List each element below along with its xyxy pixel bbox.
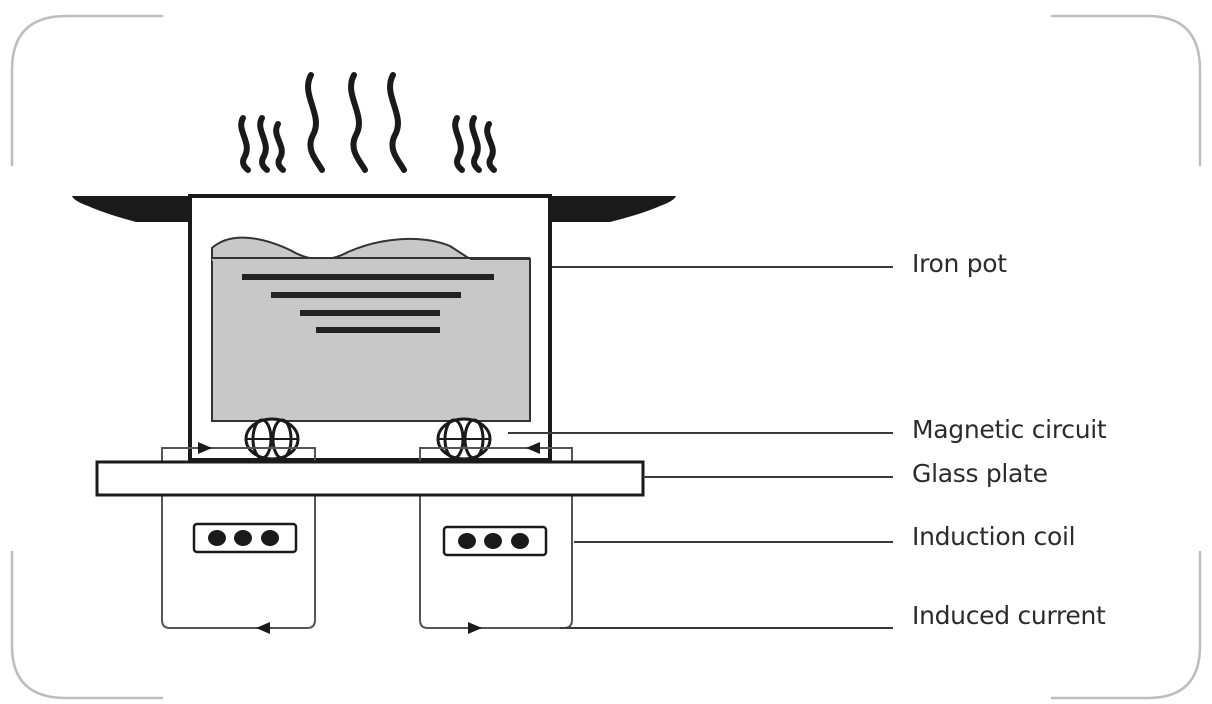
pot-rim-left	[72, 196, 192, 222]
coil-winding-left	[192, 522, 298, 554]
pot-content	[211, 258, 531, 422]
magnetic-loop-right	[436, 417, 492, 461]
frame-corner-bottom-right	[1050, 550, 1202, 700]
steam-wave	[273, 121, 286, 173]
content-line	[271, 292, 461, 298]
coil-winding-right	[442, 525, 548, 557]
iron-pot	[72, 194, 676, 462]
magnetic-loop-left	[244, 417, 300, 461]
frame-corner-bottom-left	[10, 550, 164, 700]
content-line	[242, 274, 494, 280]
steam-wave	[348, 72, 368, 173]
steam-wave	[469, 115, 482, 173]
label-induction-coil: Induction coil	[912, 522, 1075, 551]
steam-wave	[484, 121, 497, 173]
label-magnetic-circuit: Magnetic circuit	[912, 415, 1107, 444]
steam-wave	[257, 115, 270, 173]
content-line	[316, 327, 440, 333]
label-induced-current: Induced current	[912, 601, 1106, 630]
leader-lines	[508, 266, 893, 629]
glass-plate	[95, 460, 645, 497]
frame-corner-top-right	[1050, 14, 1202, 167]
current-arrow-left	[256, 622, 270, 634]
current-arrow-left	[526, 442, 540, 454]
steam-wave	[452, 115, 465, 173]
label-glass-plate: Glass plate	[912, 459, 1048, 488]
label-iron-pot: Iron pot	[912, 249, 1007, 278]
steam-wave	[238, 115, 251, 173]
induction-coils	[161, 442, 573, 634]
frame-corners	[10, 14, 1202, 700]
steam	[238, 72, 497, 173]
content-line	[300, 310, 440, 316]
current-arrow-right	[198, 442, 212, 454]
pot-rim-right	[550, 196, 676, 222]
steam-wave	[305, 72, 325, 173]
steam-wave	[387, 72, 407, 173]
coil-housing-left	[161, 447, 316, 629]
frame-corner-top-left	[10, 14, 164, 167]
current-arrow-right	[468, 622, 482, 634]
labels: Iron pot Magnetic circuit Glass plate In…	[912, 249, 1107, 630]
